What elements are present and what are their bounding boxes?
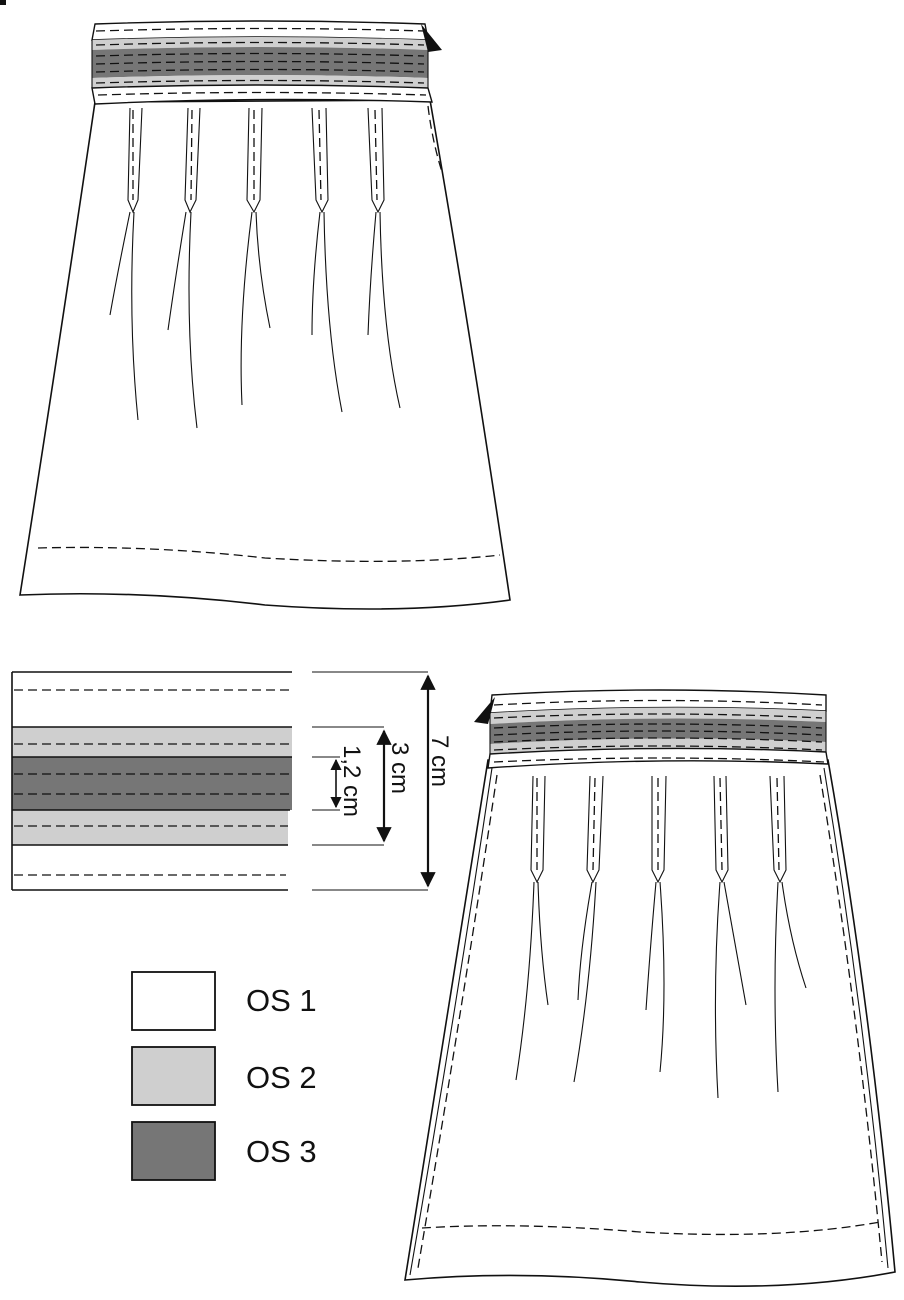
legend-swatch-os2 [131, 1046, 216, 1106]
legend-item-os3: OS 3 [131, 1121, 317, 1181]
legend-swatch-os1 [131, 971, 216, 1031]
legend-swatch-os3 [131, 1121, 216, 1181]
pleat [645, 775, 667, 1073]
dimension-total-label: 7 cm [426, 735, 453, 787]
stripe-os2-bottom [12, 810, 288, 845]
skirt-back-view [404, 689, 896, 1288]
waistband-detail: 7 cm 3 cm 1,2 cm [11, 671, 453, 891]
legend: OS 1 OS 2 OS 3 [131, 971, 317, 1181]
stripe-os2-top [12, 727, 292, 757]
pleat [367, 107, 401, 409]
pleat [167, 107, 201, 429]
dimension-middle-label: 3 cm [386, 742, 413, 794]
pleats-front [109, 107, 401, 429]
legend-label-os2: OS 2 [246, 1060, 317, 1095]
pleats-back [515, 775, 807, 1099]
legend-item-os1: OS 1 [131, 971, 317, 1031]
skirt-front-view [19, 20, 511, 610]
pleat [311, 107, 343, 413]
legend-item-os2: OS 2 [131, 1046, 317, 1106]
stripe-os3 [12, 757, 292, 810]
legend-label-os3: OS 3 [246, 1134, 317, 1169]
pleat [515, 775, 549, 1081]
legend-label-os1: OS 1 [246, 983, 317, 1018]
pleat [573, 775, 604, 1083]
pleat [769, 775, 807, 1093]
waistband-back [474, 689, 829, 769]
waistband-front [91, 20, 442, 105]
pleat [109, 107, 143, 421]
dimension-inner-label: 1,2 cm [338, 745, 365, 817]
pleat [713, 775, 747, 1099]
pleat [240, 107, 271, 406]
